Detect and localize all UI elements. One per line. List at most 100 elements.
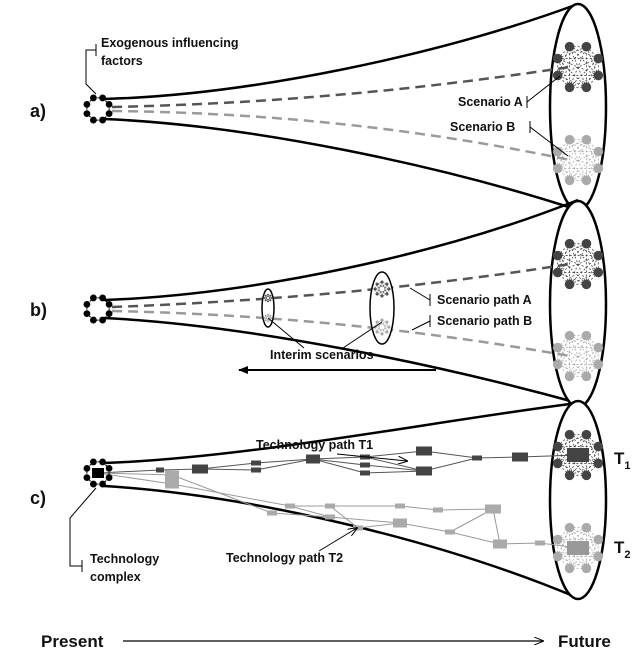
mesh-edge [265,315,269,322]
interim-scenarios-label: Interim scenarios [270,348,374,362]
mesh-edge [557,46,587,59]
tech-path-t2-edge [329,505,359,529]
node [581,522,592,533]
node [564,563,575,574]
node [593,534,604,545]
scenario-path-a-line [111,262,571,309]
panel-label-a: a) [30,101,46,121]
node [264,314,267,317]
tech-path-t2-label: Technology path T2 [226,551,343,565]
mesh-edge [376,288,390,295]
node [564,134,575,145]
mesh-edge [586,556,599,569]
node [105,474,113,481]
node [593,441,604,452]
node [380,280,384,284]
tech-path-t1-arrow [336,453,407,461]
mesh-edge [374,288,388,295]
node [105,110,113,117]
present-cluster-a [83,94,113,124]
mesh-edge [586,139,599,152]
node [375,330,379,334]
tech-complex-callout [69,487,97,572]
mesh-edge [381,319,388,333]
node [385,292,389,296]
node [593,70,604,81]
mesh-edge [569,139,599,169]
mesh-edge [376,283,383,297]
tech-path-t2-edge [289,505,331,518]
node [90,294,97,302]
tech-path-t1-edge [312,456,366,460]
node [564,238,575,249]
tech-node-t2 [325,514,335,520]
mesh-edge [557,139,570,169]
mesh-edge [557,527,570,540]
panel-a: Exogenous influencing factors Scenario A… [30,2,608,212]
future-ellipse-a [548,2,608,212]
node [83,110,91,117]
tech-path-t1-edge [364,456,425,472]
mesh-edge [557,151,570,181]
node [552,53,563,64]
mesh-edge [569,151,599,181]
future-ellipse-c [548,399,608,601]
node [99,480,106,488]
node [380,294,384,298]
mesh-edge [557,272,570,285]
exogenous-callout-line [85,44,97,95]
mesh-edge [569,255,599,285]
tech-complex-label-line1: Technology [90,552,159,566]
node [564,522,575,533]
mesh-edge [586,272,599,285]
t2-label-sub: 2 [624,549,630,561]
tech-node-t1 [156,467,164,473]
node [552,359,563,370]
tech-node-t1 [360,462,370,468]
node [99,294,106,302]
mesh-edge [557,434,570,447]
funnel-c-top [103,401,579,465]
interim-cluster-1a [263,293,273,303]
mesh-edge [381,283,388,297]
mesh-edge [557,46,570,76]
node [581,175,592,186]
tech-node-t2 [445,529,455,535]
tech-path-t1-edge [423,457,478,472]
node [581,330,592,341]
core-node [567,541,589,555]
mesh-edge [557,335,570,348]
scenario-path-b-label: Scenario path B [437,314,532,328]
mesh-edge [374,283,388,290]
node [269,299,272,302]
mesh-edge [557,556,587,569]
mesh-edge [586,463,599,476]
timeline-end-label: Future [558,632,611,651]
tech-path-t1-edge [199,468,257,471]
panel-c: Technology path T1 Technology path T2 Te… [30,399,631,601]
mesh-edge [586,434,599,464]
scenario-a-cluster [552,41,604,93]
node [581,41,592,52]
mesh-edge [586,46,599,76]
t1-label-main: T [614,449,625,468]
node [99,94,106,102]
node [263,297,266,299]
mesh-edge [586,335,599,348]
mesh-edge [557,255,570,285]
tech-path-t2-edge [171,483,291,507]
mesh-edge [265,314,269,321]
tech-path-t2-edge [399,522,451,533]
node [385,330,389,334]
timeline: Present Future [41,632,611,651]
mesh-edge [586,168,599,181]
scenario-b-path [111,109,571,162]
node [593,359,604,370]
node [375,292,379,296]
tech-path-t2-edge [449,531,501,545]
scenario-path-a-cluster [552,238,604,290]
mesh-edge [374,321,388,328]
mesh-edge [557,75,587,88]
node [552,342,563,353]
node [83,465,91,472]
